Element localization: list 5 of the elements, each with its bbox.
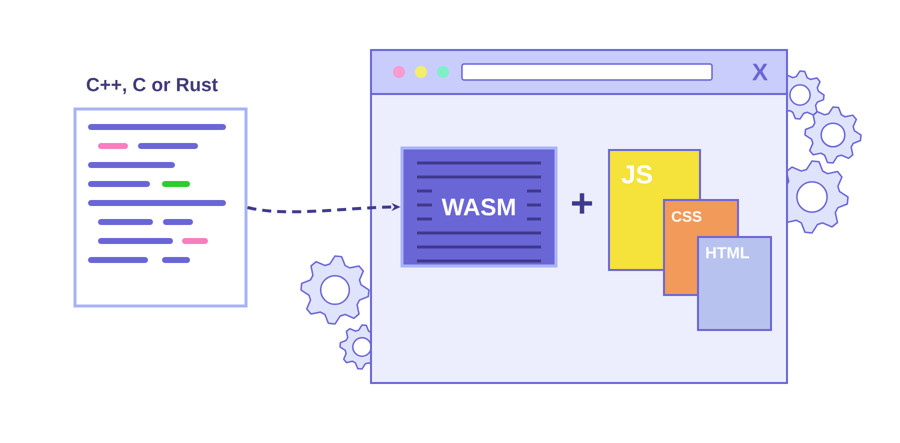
heading: C++, C or Rust	[86, 78, 218, 94]
document-title: WASM	[442, 198, 515, 216]
plus-sign: +	[572, 193, 592, 214]
file-document: HTML	[697, 236, 772, 331]
close-icon: X	[752, 64, 768, 80]
